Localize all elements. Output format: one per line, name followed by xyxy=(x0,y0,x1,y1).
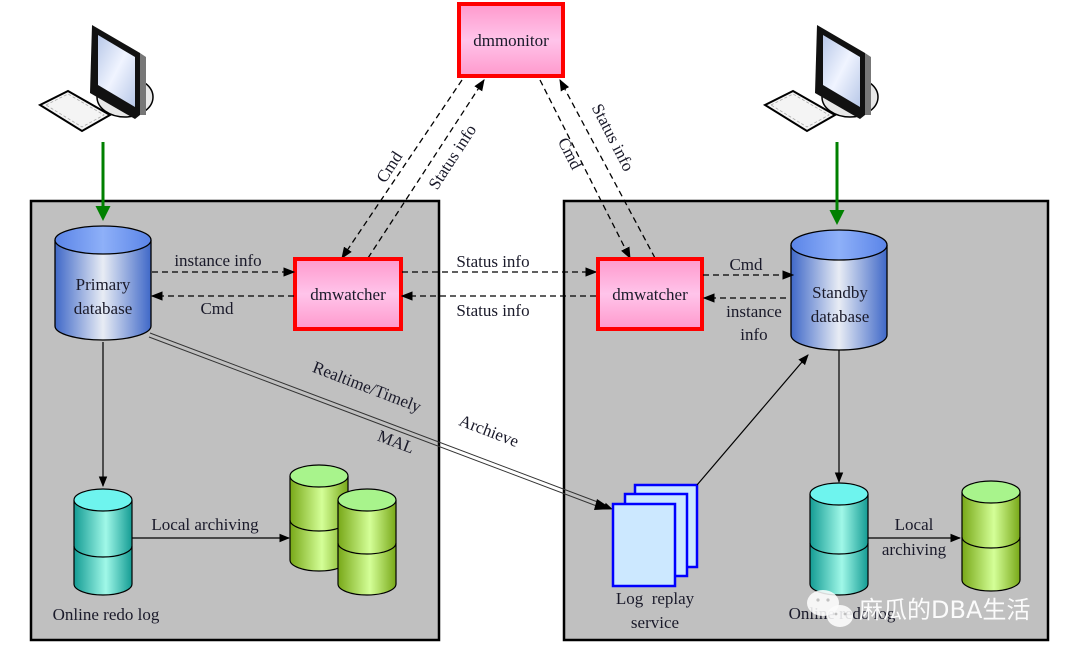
cmd-label-primary: Cmd xyxy=(200,299,234,318)
monitor-cmd-left-link xyxy=(341,79,463,259)
monitor-status-left-label: Status info xyxy=(424,121,480,193)
monitor-status-left-link xyxy=(367,79,485,259)
computer-icon xyxy=(762,25,879,133)
local-archiving-label-standby-2: archiving xyxy=(882,540,947,559)
dmmonitor-box[interactable] xyxy=(457,2,565,78)
local-archiving-label-standby-1: Local xyxy=(895,515,934,534)
watermark-text: 麻瓜的DBA生活 xyxy=(859,596,1030,624)
online-redo-log-primary-label: Online redo log xyxy=(53,605,160,624)
status-info-label-bottom: Status info xyxy=(456,301,529,320)
primary-database-label-2: database xyxy=(74,299,133,318)
dmwatcher-standby-box[interactable] xyxy=(596,257,704,331)
local-archiving-label-primary: Local archiving xyxy=(151,515,259,534)
mal-link xyxy=(148,332,613,510)
mal-label-archieve: Archieve xyxy=(456,411,521,451)
watermark: 麻瓜的DBA生活 xyxy=(807,590,1030,627)
instance-info-label-standby-1: instance xyxy=(726,302,782,321)
online-redo-log-primary[interactable] xyxy=(73,488,133,596)
standby-database-label-1: Standby xyxy=(812,283,868,302)
online-redo-log-standby[interactable] xyxy=(809,482,869,596)
primary-database[interactable]: Primary database xyxy=(54,225,152,341)
monitor-status-right-label: Status info xyxy=(588,101,638,175)
monitor-cmd-right-label: Cmd xyxy=(554,134,586,173)
dmwatcher-primary-label: dmwatcher xyxy=(310,285,386,304)
instance-info-label-primary: instance info xyxy=(174,251,261,270)
standby-database[interactable]: Standby database xyxy=(790,229,888,351)
archive-log-standby[interactable] xyxy=(961,480,1021,592)
log-replay-label-1: Log replay xyxy=(616,589,695,608)
monitor-cmd-left-label: Cmd xyxy=(372,148,406,186)
standby-database-label-2: database xyxy=(811,307,870,326)
dmmonitor-label: dmmonitor xyxy=(473,31,549,50)
monitor-status-right-link xyxy=(559,78,656,259)
replay-to-standby-arrow xyxy=(696,354,809,486)
primary-database-label-1: Primary xyxy=(76,275,131,294)
computer-icon xyxy=(37,25,154,133)
status-info-label-top: Status info xyxy=(456,252,529,271)
archive-logs-primary[interactable] xyxy=(289,464,397,596)
log-replay-label-2: service xyxy=(631,613,679,632)
log-replay-service[interactable] xyxy=(611,483,699,588)
dmwatcher-standby-label: dmwatcher xyxy=(612,285,688,304)
instance-info-label-standby-2: info xyxy=(740,325,767,344)
monitor-cmd-right-link xyxy=(539,79,631,260)
cmd-label-standby: Cmd xyxy=(729,255,763,274)
